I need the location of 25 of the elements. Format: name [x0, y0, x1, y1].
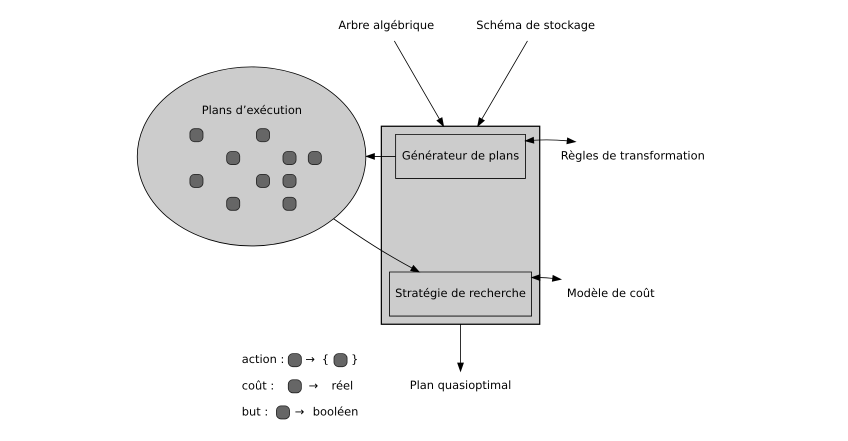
label: { [322, 352, 330, 366]
label: → [308, 378, 318, 392]
arrow [457, 324, 464, 372]
label: réel [332, 378, 354, 392]
label: → [305, 352, 315, 366]
arrow [394, 40, 444, 128]
node-text: Schéma de stockage [476, 18, 595, 32]
node-text: Arbre algébrique [338, 18, 434, 32]
label: action : [242, 352, 284, 366]
node-box: Stratégie de recherche [389, 272, 532, 316]
arrow [524, 136, 577, 144]
arrow [530, 274, 562, 282]
arrow [477, 40, 528, 128]
label: booléen [312, 404, 358, 418]
label: } [351, 352, 358, 366]
label: → [294, 404, 304, 418]
label: coût : [242, 378, 274, 392]
node-text: Plan quasioptimal [410, 378, 512, 392]
node-box: Générateur de plans [395, 134, 526, 179]
node-text: Règles de transformation [560, 148, 705, 162]
label: but : [242, 404, 268, 418]
arrow [365, 152, 396, 160]
node-ellipse: Plans d’exécution [136, 66, 366, 246]
node-text: Modèle de coût [566, 286, 655, 300]
arrow [333, 218, 420, 273]
